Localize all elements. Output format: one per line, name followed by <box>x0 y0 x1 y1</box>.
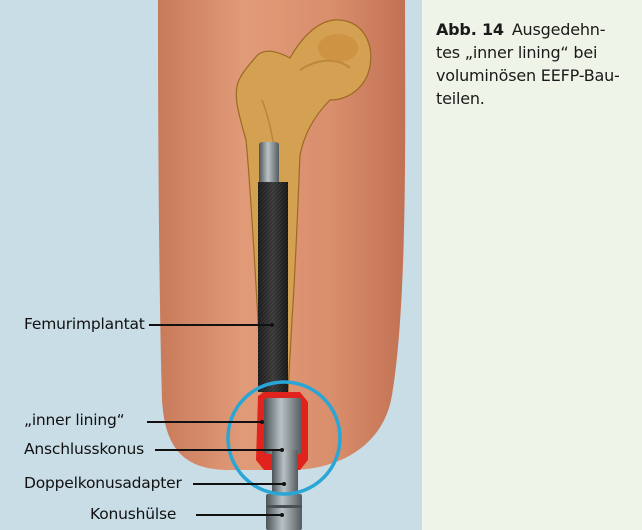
caption-line-4: teilen. <box>436 87 636 110</box>
label-cone-sleeve: Konushülse <box>90 505 176 523</box>
label-femur-implant: Femurimplantat <box>24 315 145 333</box>
caption-line-3: voluminösen EEFP-Bau- <box>436 64 636 87</box>
figure-caption: Abb. 14 Ausgedehn- tes „inner lining“ bei… <box>436 18 636 110</box>
label-connection-cone: Anschlusskonus <box>24 440 144 458</box>
figure-number: Abb. 14 <box>436 20 504 39</box>
figure-image: Femurimplantat „inner lining“ Anschlussk… <box>0 0 422 530</box>
caption-line-2: tes „inner lining“ bei <box>436 41 636 64</box>
connection-cone <box>264 398 302 454</box>
label-inner-lining: „inner lining“ <box>24 411 124 429</box>
label-double-cone-adapter: Doppelkonusadapter <box>24 474 182 492</box>
cone-sleeve <box>266 494 302 530</box>
caption-panel: Abb. 14 Ausgedehn- tes „inner lining“ bei… <box>422 0 642 530</box>
double-cone-adapter <box>272 450 298 494</box>
caption-line-1: Ausgedehn- <box>512 20 605 39</box>
